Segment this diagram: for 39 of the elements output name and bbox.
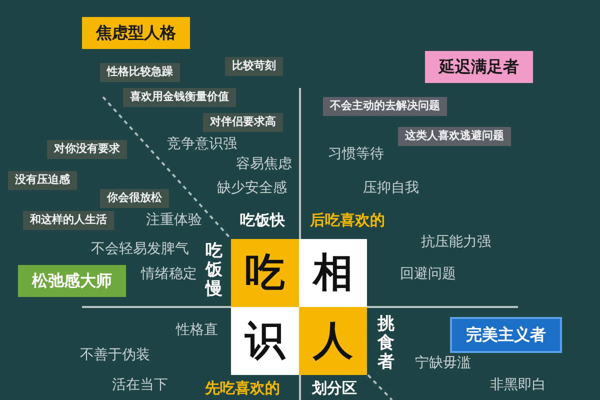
trait-tag: 不会主动的去解决问题	[323, 97, 447, 116]
trait-label: 习惯等待	[328, 146, 384, 162]
axis-label: 划分区	[312, 380, 357, 398]
trait-label: 活在当下	[112, 377, 168, 394]
trait-tag: 喜欢用金钱衡量价值	[123, 88, 236, 107]
trait-label: 不会轻易发脾气	[91, 241, 189, 258]
category-tag: 完美主义者	[450, 317, 562, 354]
trait-label: 宁缺毋滥	[415, 355, 471, 372]
trait-label: 性格直	[176, 322, 218, 338]
trait-label: 竞争意识强	[167, 136, 237, 152]
category-tag: 松弛感大师	[18, 265, 126, 298]
trait-label: 抗压能力强	[421, 234, 491, 250]
trait-tag: 比较苛刻	[225, 57, 283, 76]
trait-tag: 性格比较急躁	[100, 63, 180, 82]
quadrant-tile: 相	[299, 239, 367, 307]
trait-label: 压抑自我	[363, 180, 419, 196]
trait-tag: 对你没有要求	[47, 140, 127, 159]
trait-label: 回避问题	[400, 266, 456, 282]
trait-tag: 没有压迫感	[8, 171, 77, 190]
trait-label: 容易焦虑	[236, 156, 292, 172]
trait-label: 情绪稳定	[141, 266, 197, 282]
trait-label: 注重体验	[146, 212, 202, 228]
category-tag: 焦虑型人格	[82, 17, 190, 50]
trait-label: 非黑即白	[490, 377, 546, 394]
trait-label: 不善于伪装	[80, 347, 150, 364]
quadrant-tile: 识	[231, 307, 299, 375]
axis-label: 吃饭慢	[205, 242, 223, 300]
axis-label: 吃饭快	[240, 212, 285, 230]
trait-tag: 对伴侣要求高	[203, 113, 283, 132]
axis-label: 后吃喜欢的	[310, 212, 385, 230]
axis-label: 先吃喜欢的	[205, 380, 280, 398]
trait-label: 缺少安全感	[217, 180, 287, 196]
trait-tag: 和这样的人生活	[23, 211, 114, 230]
trait-tag: 这类人喜欢逃避问题	[398, 127, 511, 146]
trait-tag: 你会很放松	[100, 189, 169, 208]
quadrant-tile: 吃	[231, 239, 299, 307]
quadrant-tile: 人	[299, 307, 367, 375]
axis-label: 挑食者	[377, 315, 395, 372]
category-tag: 延迟满足者	[425, 51, 533, 84]
